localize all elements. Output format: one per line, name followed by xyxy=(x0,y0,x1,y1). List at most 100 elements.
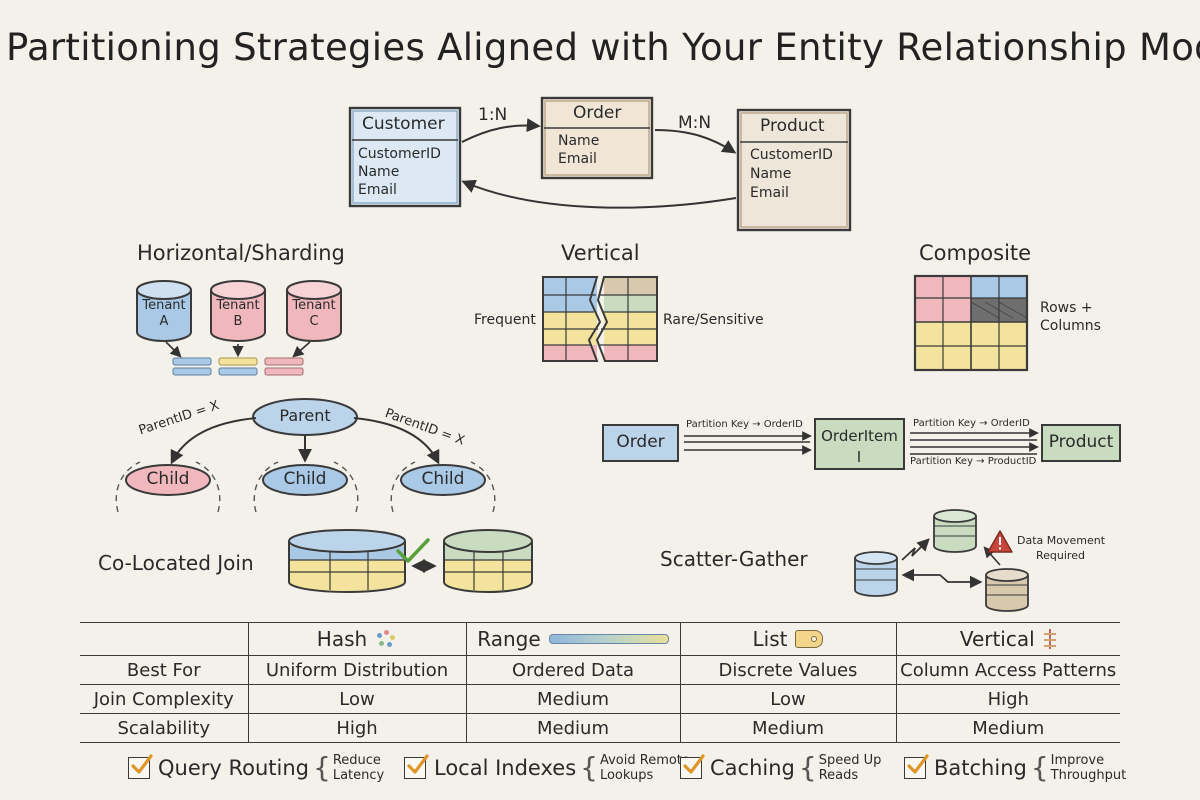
tenant-c-label-2: C xyxy=(309,314,319,329)
table-cell: Uniform Distribution xyxy=(247,655,467,685)
footer-label: Caching xyxy=(710,756,795,780)
composite-grid xyxy=(913,274,1029,372)
brace-icon: { xyxy=(1030,751,1049,784)
scatter-db-1 xyxy=(854,551,898,597)
tenant-a-label-2: A xyxy=(159,314,169,329)
footer-note-line-1: Avoid Remote xyxy=(599,753,690,768)
relation-arrow-back xyxy=(461,179,737,209)
scatter-db-2 xyxy=(933,509,977,553)
colocated-db-right xyxy=(443,529,533,593)
product-field-1: CustomerID xyxy=(750,147,833,163)
relation-label-1n: 1:N xyxy=(478,105,508,125)
checkbox-check-icon xyxy=(680,754,705,779)
table-corner-cell xyxy=(80,622,249,656)
brace-icon: { xyxy=(580,751,598,784)
customer-field-1: CustomerID xyxy=(358,146,441,162)
parent-node xyxy=(252,398,358,436)
relation-label-mn: M:N xyxy=(678,113,712,133)
checkbox-check-icon xyxy=(404,754,429,779)
tag-icon xyxy=(795,630,824,648)
colocated-join-label: Co-Located Join xyxy=(98,551,254,575)
table-col-vertical-label: Vertical xyxy=(959,627,1035,651)
flow-order-box xyxy=(602,424,679,462)
column-split-icon xyxy=(1043,629,1057,649)
child-node-right-label: Child xyxy=(421,469,465,489)
table-cell: Low xyxy=(679,684,897,714)
order-field-1: Name xyxy=(558,133,600,149)
table-row: Join Complexity Low Medium Low High xyxy=(80,684,1120,714)
colocated-db-left xyxy=(288,529,406,593)
vertical-rare-label: Rare/Sensitive xyxy=(663,312,764,328)
table-cell: Ordered Data xyxy=(465,655,681,685)
tenant-a-db xyxy=(136,280,192,342)
table-row: Scalability High Medium Medium Medium xyxy=(80,713,1120,743)
table-row-label: Join Complexity xyxy=(80,684,249,714)
footer-label: Batching xyxy=(934,756,1027,780)
table-col-range: Range xyxy=(465,622,681,656)
table-cell: Medium xyxy=(465,713,681,743)
table-header-row: Hash Range List Vertical xyxy=(80,622,1120,656)
relation-arrow-mn xyxy=(654,129,737,154)
strategy-comparison-table: Hash Range List Vertical Best For Unifor… xyxy=(80,622,1120,743)
vertical-frequent-label: Frequent xyxy=(474,312,536,328)
range-gradient-icon xyxy=(548,634,669,644)
footer-note-line-1: Reduce xyxy=(332,753,381,768)
scatter-gather-label: Scatter-Gather xyxy=(660,547,808,571)
flow-product-box xyxy=(1041,424,1121,462)
tenant-b-db xyxy=(210,280,266,342)
flow-key-order-id: Partition Key → OrderID xyxy=(686,419,803,430)
child-node-left xyxy=(125,464,211,496)
parent-node-label: Parent xyxy=(279,406,331,425)
customer-entity-name: Customer xyxy=(362,114,445,134)
vertical-heading: Vertical xyxy=(561,241,640,265)
table-col-hash: Hash xyxy=(247,622,467,656)
table-cell: Low xyxy=(247,684,467,714)
table-cell: Medium xyxy=(679,713,897,743)
page-title: Partitioning Strategies Aligned with You… xyxy=(6,26,1200,69)
product-entity-name: Product xyxy=(760,116,825,136)
table-col-hash-label: Hash xyxy=(316,627,368,651)
table-col-list-label: List xyxy=(752,627,788,651)
footer-note-line-1: Speed Up xyxy=(818,753,882,768)
flow-order-label: Order xyxy=(616,432,665,452)
entity-customer xyxy=(348,106,462,208)
scatter-db-3 xyxy=(985,568,1029,612)
table-cell: Discrete Values xyxy=(679,655,897,685)
footer-label: Query Routing xyxy=(158,756,310,780)
tenant-c-label-1: Tenant xyxy=(292,298,336,313)
frequent-columns xyxy=(542,276,602,362)
horizontal-heading: Horizontal/Sharding xyxy=(137,241,345,265)
flow-key-product-id: Partition Key → ProductID xyxy=(910,456,1037,467)
scatter-gather-graphic xyxy=(854,509,1029,612)
vertical-partition-graphic xyxy=(542,276,658,362)
brace-icon: { xyxy=(798,751,817,784)
table-col-vertical: Vertical xyxy=(895,622,1120,656)
footer-note-line-2: Latency xyxy=(332,768,385,783)
table-row-label: Scalability xyxy=(80,713,249,743)
join-check-icon xyxy=(396,538,430,563)
shard-blocks xyxy=(172,357,304,376)
table-cell: High xyxy=(895,684,1120,714)
co-located-join-graphic xyxy=(288,529,533,593)
composite-heading: Composite xyxy=(919,241,1032,265)
table-cell: Medium xyxy=(465,684,681,714)
checkbox-check-icon xyxy=(128,754,153,779)
composite-note-2: Columns xyxy=(1040,318,1101,334)
scatter-warning-line-1: Data Movement xyxy=(1017,534,1106,547)
footer-note-line-1: Improve xyxy=(1050,753,1105,768)
child-node-right xyxy=(400,464,486,496)
order-field-2: Email xyxy=(558,151,597,167)
composite-note-1: Rows + xyxy=(1040,300,1093,316)
order-entity-name: Order xyxy=(573,103,622,123)
tenant-a-label-1: Tenant xyxy=(142,298,186,313)
footer-note-line-2: Throughput xyxy=(1050,768,1127,783)
